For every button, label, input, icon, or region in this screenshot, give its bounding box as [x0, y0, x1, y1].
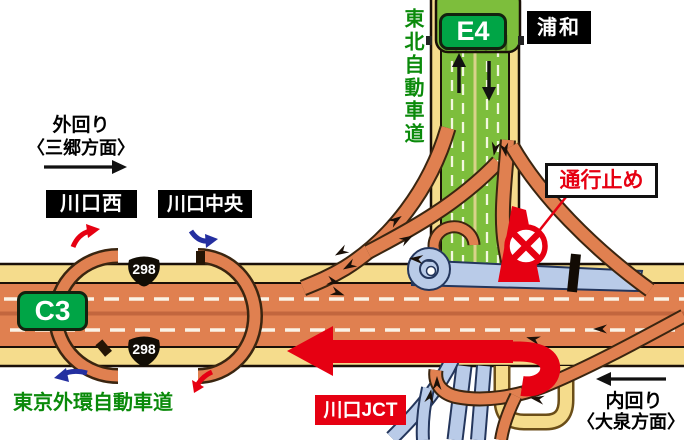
oizumi-direction-label: 〈大泉方面〉 — [577, 412, 684, 432]
misato-direction-label: 〈三郷方面〉 — [27, 138, 135, 158]
red-route-arrow — [287, 326, 561, 397]
ramp-arrow-red-sw — [192, 369, 214, 393]
gaikan-expressway-label: 東京外環自動車道 — [13, 392, 173, 414]
lane-arrow-up — [452, 53, 466, 93]
ramp-arrow-blue-w — [54, 368, 88, 382]
gate-bar — [567, 253, 581, 293]
lane-arrow-down — [482, 61, 496, 101]
kawaguchi-nishi-badge: 川口西 — [46, 190, 137, 218]
closure-symbol-icon — [504, 224, 548, 268]
gate-bar — [95, 339, 112, 357]
outer-right-ramp — [505, 142, 655, 297]
ramp-arrow-blue-e — [188, 229, 218, 248]
kawaguchi-loop-ramps — [48, 248, 263, 384]
route298-shields — [128, 256, 160, 367]
ramp-arrow-red-ne — [70, 224, 100, 248]
tohoku-expressway-label: 東北自動車道 — [401, 8, 423, 146]
outer-loop-label: 外回り — [52, 115, 110, 136]
urawa-direction-badge: 浦和 — [527, 11, 591, 44]
outer-loop-arrow — [44, 160, 127, 174]
route298-shield-label: 298 — [132, 261, 156, 277]
kawaguchi-jct-badge: 川口JCT — [315, 395, 406, 425]
closure-callout: 通行止め — [545, 163, 658, 198]
gate-bar — [196, 251, 205, 265]
c3-route-badge: C3 — [17, 291, 88, 331]
inner-loop-arrow — [596, 372, 666, 386]
kawaguchi-chuo-badge: 川口中央 — [158, 190, 252, 218]
route298-shield-label: 298 — [132, 341, 156, 357]
inner-loop-label: 内回り — [605, 391, 663, 412]
e4-route-badge: E4 — [439, 13, 507, 50]
